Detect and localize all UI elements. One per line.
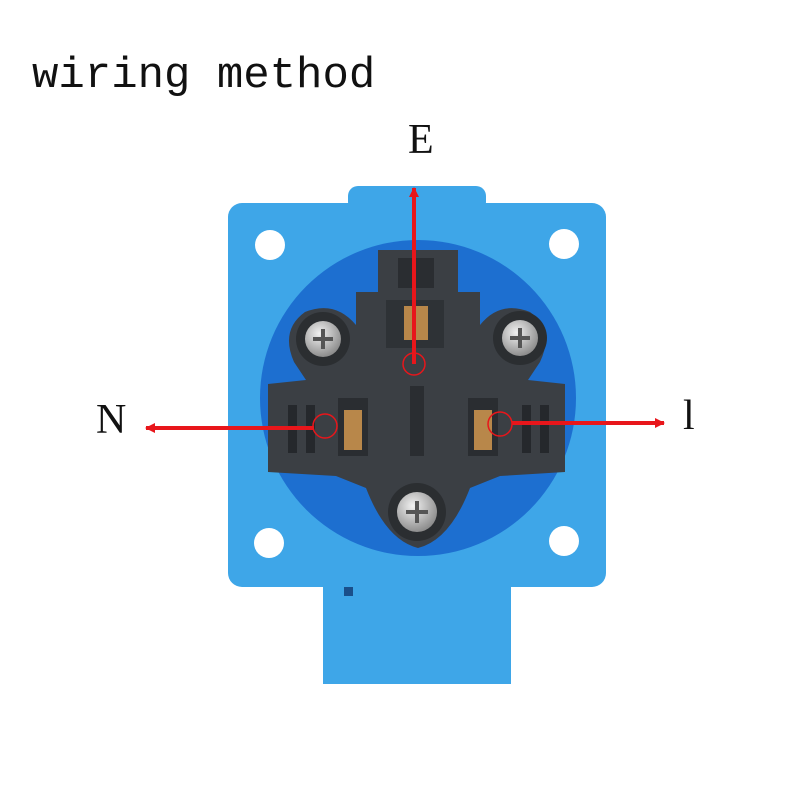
- mounting-hole: [549, 229, 579, 259]
- earth-label: E: [408, 117, 434, 163]
- mounting-hole: [254, 528, 284, 558]
- side-slot: [540, 405, 549, 453]
- mounting-hole: [549, 526, 579, 556]
- screw-bottom: [388, 483, 446, 541]
- screw-right: [493, 311, 547, 365]
- diagram-title: wiring method: [32, 51, 376, 101]
- side-slot: [522, 405, 531, 453]
- screw-left: [296, 312, 350, 366]
- neutral-contact: [344, 410, 362, 450]
- live-label: l: [683, 393, 695, 439]
- centre-divider: [410, 386, 424, 456]
- neutral-label: N: [96, 397, 127, 443]
- tab-slot: [344, 584, 353, 596]
- bottom-tab: [323, 568, 511, 684]
- live-contact: [474, 410, 492, 450]
- mounting-hole: [255, 230, 285, 260]
